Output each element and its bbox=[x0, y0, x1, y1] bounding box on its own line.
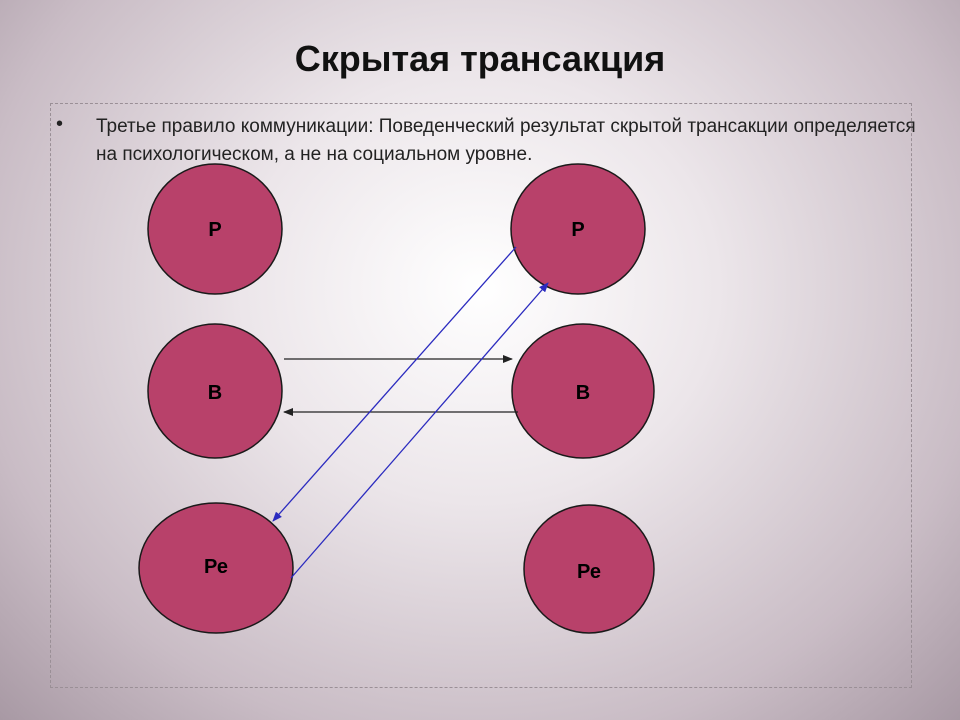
psychological-response-arrow bbox=[272, 246, 517, 522]
right-child-label: Ре bbox=[577, 561, 601, 583]
left-parent-circle bbox=[147, 163, 283, 295]
bullet-marker: • bbox=[56, 113, 64, 135]
right-child-circle bbox=[523, 504, 655, 634]
right-parent-label: Р bbox=[571, 219, 584, 241]
left-adult-circle bbox=[147, 323, 283, 459]
bullet-text: Третье правило коммуникации: Поведенческ… bbox=[96, 116, 916, 165]
left-parent-label: Р bbox=[208, 219, 221, 241]
right-adult-label: В bbox=[576, 382, 590, 404]
right-parent-circle bbox=[510, 163, 646, 295]
left-child-label: Ре bbox=[204, 556, 228, 578]
right-adult-circle bbox=[511, 323, 655, 459]
content-placeholder bbox=[50, 103, 912, 688]
left-adult-label: В bbox=[208, 382, 222, 404]
left-child-circle bbox=[138, 502, 294, 634]
psychological-stimulus-arrow bbox=[290, 282, 549, 579]
slide-title: Скрытая трансакция bbox=[294, 38, 666, 79]
